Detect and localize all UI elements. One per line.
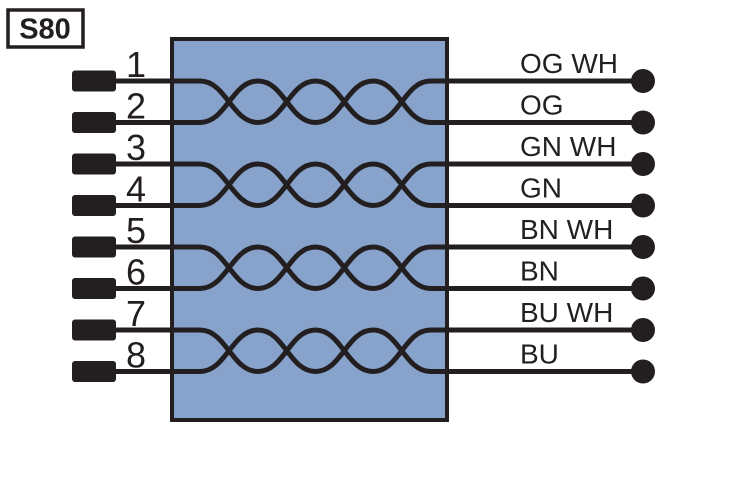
pin-terminal [72, 236, 116, 258]
pin-number: 3 [126, 127, 146, 168]
pin-terminal [72, 70, 116, 92]
wire-label: BN [520, 256, 559, 287]
pin-number: 2 [126, 86, 146, 127]
wire-row-3: 3 GN WH [72, 127, 655, 209]
pin-terminal [72, 278, 116, 299]
twisted-wire-path [116, 244, 643, 292]
wire-label: GN [520, 173, 562, 204]
wire-row-7: 7 BU WH [72, 293, 655, 375]
wire-row-2: 2 OG [72, 78, 655, 135]
twisted-wire-path [116, 78, 643, 126]
wire-end-dot [631, 318, 655, 342]
pin-number: 7 [126, 293, 146, 334]
diagram-label-box: S80 [6, 8, 85, 49]
wire-label: GN WH [520, 131, 616, 162]
twisted-wire-path [116, 327, 643, 375]
pin-number: 5 [126, 210, 146, 251]
pin-number: 8 [126, 335, 146, 376]
pin-number: 1 [126, 44, 146, 85]
wire-label: BU [520, 339, 559, 370]
wire-end-dot [631, 276, 655, 301]
twisted-wire-path [116, 244, 643, 292]
pin-terminal [72, 319, 116, 341]
pin-number: 6 [126, 252, 146, 293]
pin-terminal [72, 112, 116, 133]
wire-row-1: 1 OG WH [72, 44, 655, 126]
diagram-label-border [6, 8, 85, 49]
wire-label: BN WH [520, 214, 613, 245]
wire-row-5: 5 BN WH [72, 210, 655, 292]
wire-label: OG WH [520, 48, 618, 79]
twisted-wire-path [116, 161, 643, 209]
wire-end-dot [631, 110, 655, 135]
diagram-title: S80 [19, 14, 71, 46]
pin-terminal [72, 361, 116, 382]
wire-row-8: 8 BU [72, 327, 655, 384]
wire-row-6: 6 BN [72, 244, 655, 301]
wire-end-dot [631, 69, 655, 93]
wire-label: BU WH [520, 297, 613, 328]
twisted-wire-path [116, 161, 643, 209]
pin-terminal [72, 195, 116, 216]
twisted-wire-path [116, 78, 643, 126]
pin-number: 4 [126, 169, 146, 210]
twisted-wire-path [116, 327, 643, 375]
wire-end-dot [631, 235, 655, 259]
wire-row-4: 4 GN [72, 161, 655, 218]
wire-end-dot [631, 152, 655, 176]
wire-label: OG [520, 90, 564, 121]
pin-terminal [72, 153, 116, 175]
wire-end-dot [631, 359, 655, 384]
wire-end-dot [631, 193, 655, 218]
